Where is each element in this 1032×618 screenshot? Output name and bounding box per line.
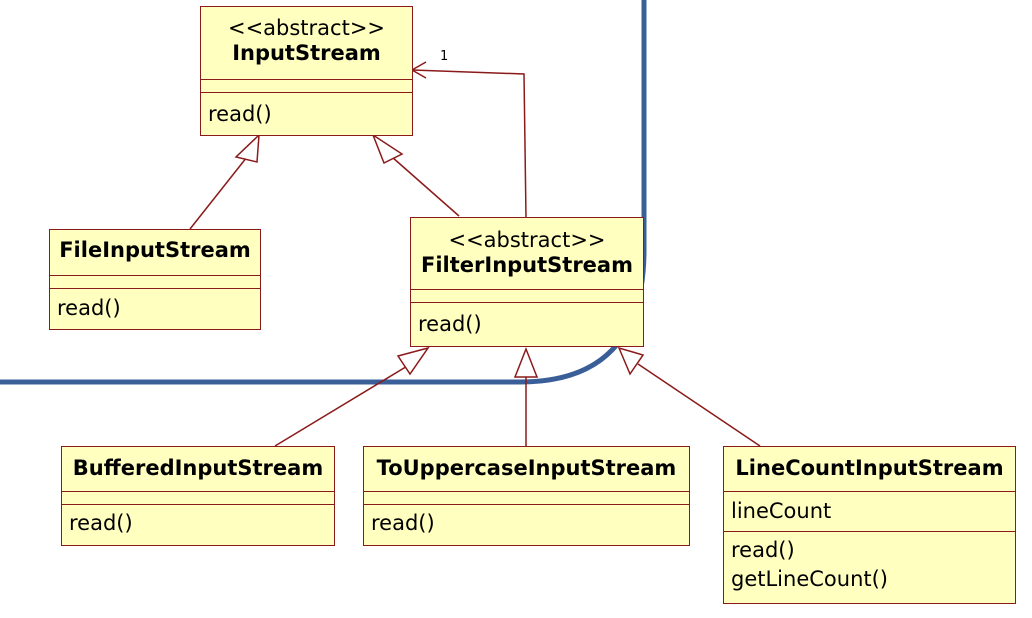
operation: getLineCount() [731,567,888,591]
class-name: InputStream [232,41,381,65]
class-stereotype: <<abstract>> [448,228,606,252]
generalization-arrowhead-filter [371,133,404,165]
class-file-input-stream[interactable]: FileInputStream read() [49,229,261,330]
generalization-line-filter [391,156,460,217]
class-input-stream[interactable]: <<abstract>> InputStream read() [200,6,413,136]
class-buffered-input-stream[interactable]: BufferedInputStream read() [61,446,335,546]
class-line-count-input-stream[interactable]: LineCountInputStream lineCount read() ge… [723,446,1016,604]
generalization-arrowhead-linecount [617,346,645,376]
attribute: lineCount [731,499,832,523]
attributes-compartment [201,79,412,92]
class-to-uppercase-input-stream[interactable]: ToUppercaseInputStream read() [363,446,690,546]
operations-compartment: read() [50,288,260,323]
attributes-compartment [411,289,643,302]
operation: read() [371,511,435,535]
operation: read() [731,538,795,562]
attributes-compartment [62,491,334,504]
generalization-arrowhead-buffered [396,346,430,376]
class-name: BufferedInputStream [72,456,324,480]
class-name: ToUppercaseInputStream [376,456,677,480]
operation: read() [57,296,121,320]
generalization-line-linecount [637,363,761,447]
generalization-line-file [189,156,248,230]
attributes-compartment [364,491,689,504]
class-name: FilterInputStream [421,253,633,277]
operations-compartment: read() getLineCount() [724,531,1015,594]
operations-compartment: read() [411,302,643,339]
operations-compartment: read() [62,504,334,538]
generalization-arrowhead-uppercase [513,346,539,378]
operation: read() [69,511,133,535]
class-name: LineCountInputStream [735,456,1004,480]
attributes-compartment [50,275,260,288]
operations-compartment: read() [201,92,412,129]
association-line [411,69,527,219]
class-stereotype: <<abstract>> [227,16,386,40]
generalization-line-buffered [274,364,410,447]
class-filter-input-stream[interactable]: <<abstract>> FilterInputStream read() [410,217,644,347]
operation: read() [418,312,482,336]
generalization-arrowhead-file [234,133,260,163]
class-name: FileInputStream [59,238,251,262]
association-multiplicity: 1 [440,49,448,64]
operation: read() [208,102,272,126]
operations-compartment: read() [364,504,689,538]
attributes-compartment: lineCount [724,491,1015,531]
